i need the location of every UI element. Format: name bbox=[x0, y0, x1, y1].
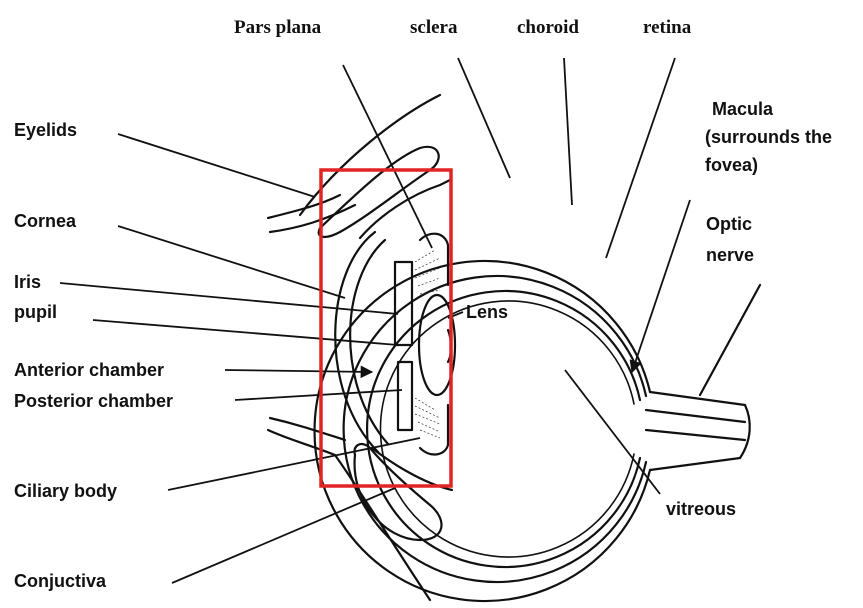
label-ciliary-body: Ciliary body bbox=[14, 481, 117, 501]
label-sclera: sclera bbox=[410, 17, 458, 38]
label-macula-line2: (surrounds the bbox=[705, 127, 832, 147]
label-iris: Iris bbox=[14, 272, 41, 292]
optic-nerve bbox=[646, 285, 760, 470]
label-retina: retina bbox=[643, 17, 692, 38]
label-choroid: choroid bbox=[517, 17, 579, 38]
label-cornea: Cornea bbox=[14, 211, 77, 231]
upper-eyelid bbox=[268, 95, 450, 238]
lower-eyelid bbox=[268, 418, 452, 600]
label-conjuctiva: Conjuctiva bbox=[14, 571, 107, 591]
label-pupil: pupil bbox=[14, 302, 57, 322]
iris bbox=[395, 262, 412, 430]
label-vitreous: vitreous bbox=[666, 499, 736, 519]
label-optic: Optic bbox=[706, 214, 752, 234]
label-anterior-chamber: Anterior chamber bbox=[14, 360, 164, 380]
label-pars-plana: Pars plana bbox=[234, 17, 322, 38]
label-nerve: nerve bbox=[706, 245, 754, 265]
label-macula: Macula bbox=[712, 99, 774, 119]
label-macula-line3: fovea) bbox=[705, 155, 758, 175]
label-eyelids: Eyelids bbox=[14, 120, 77, 140]
macula-pointer bbox=[632, 200, 690, 372]
label-posterior-chamber: Posterior chamber bbox=[14, 391, 173, 411]
label-lens: Lens bbox=[466, 302, 508, 322]
